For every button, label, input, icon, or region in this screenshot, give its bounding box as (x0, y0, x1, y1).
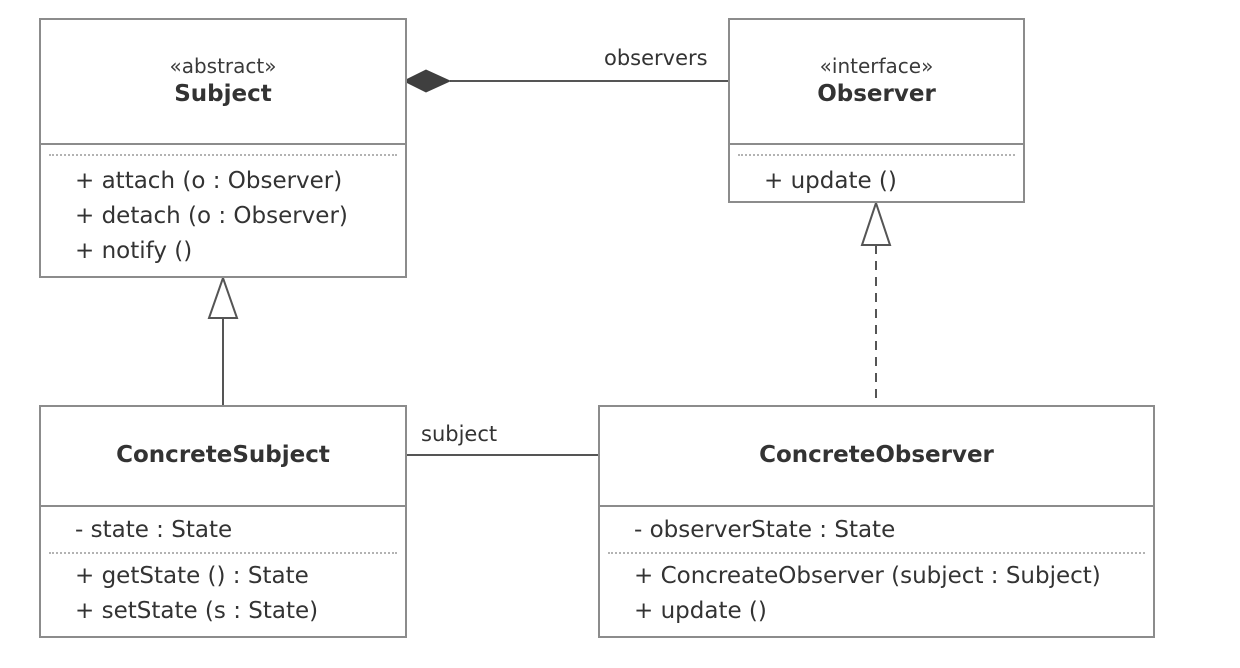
subject-class[interactable]: «abstract» Subject + attach (o : Observe… (39, 18, 407, 278)
observer-class[interactable]: «interface» Observer + update () (728, 18, 1025, 203)
concrete-observer-attribute-observerstate: - observerState : State (634, 517, 896, 543)
concrete-observer-operations: + ConcreateObserver (subject : Subject) … (600, 559, 1153, 629)
concrete-subject-operation-setstate: + setState (s : State) (75, 598, 319, 624)
subject-operation-detach: + detach (o : Observer) (75, 203, 348, 229)
composition-diamond (402, 69, 452, 93)
concrete-observer-operations-divider (608, 552, 1145, 554)
observer-class-header: «interface» Observer (730, 20, 1023, 145)
generalization-arrowhead (207, 274, 239, 319)
concrete-observer-operation-constructor: + ConcreateObserver (subject : Subject) (634, 563, 1101, 589)
subject-role-label: subject (421, 422, 498, 446)
observer-operation-update: + update () (764, 168, 897, 194)
concrete-observer-class[interactable]: ConcreteObserver - observerState : State… (598, 405, 1155, 638)
subject-operation-attach: + attach (o : Observer) (75, 168, 343, 194)
observer-stereotype: «interface» (819, 54, 934, 78)
subject-operations: + attach (o : Observer) + detach (o : Ob… (41, 164, 405, 269)
subject-class-name: Subject (174, 81, 272, 107)
observer-attributes-divider (738, 154, 1015, 156)
concrete-observer-class-header: ConcreteObserver (600, 407, 1153, 507)
subject-attributes-divider (49, 154, 397, 156)
subject-stereotype: «abstract» (169, 54, 277, 78)
concrete-subject-operations: + getState () : State + setState (s : St… (41, 559, 405, 629)
subject-operation-notify: + notify () (75, 238, 193, 264)
concrete-subject-attribute-state: - state : State (75, 517, 233, 543)
concrete-subject-class-header: ConcreteSubject (41, 407, 405, 507)
concrete-subject-attributes: - state : State (41, 513, 405, 548)
concrete-observer-class-name: ConcreteObserver (759, 442, 994, 468)
observers-role-label: observers (604, 46, 708, 70)
observer-class-name: Observer (817, 81, 936, 107)
concrete-subject-operation-getstate: + getState () : State (75, 563, 309, 589)
concrete-subject-class[interactable]: ConcreteSubject - state : State + getSta… (39, 405, 407, 638)
realization-arrowhead (860, 199, 892, 246)
concrete-subject-operations-divider (49, 552, 397, 554)
concrete-observer-operation-update: + update () (634, 598, 767, 624)
concrete-observer-attributes: - observerState : State (600, 513, 1153, 548)
subject-class-header: «abstract» Subject (41, 20, 405, 145)
observer-operations: + update () (730, 164, 1023, 199)
concrete-subject-class-name: ConcreteSubject (116, 442, 330, 468)
